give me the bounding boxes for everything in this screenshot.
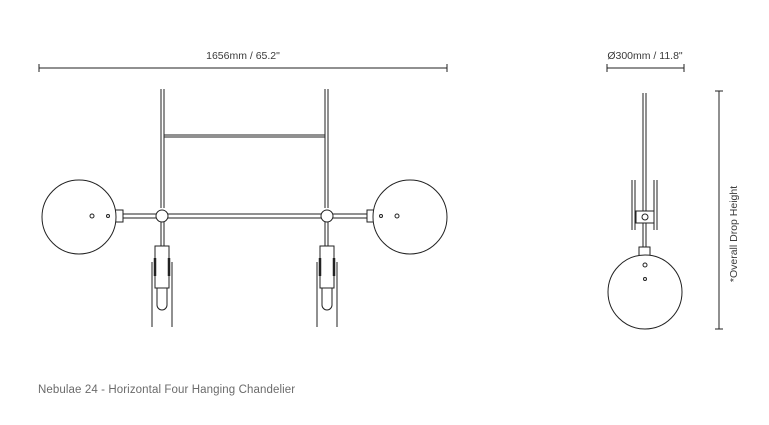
diameter-dimension-line	[606, 64, 685, 72]
width-dimension-line	[38, 64, 448, 72]
height-dimension-label: *Overall Drop Height	[728, 186, 740, 282]
diameter-dimension-label: Ø300mm / 11.8"	[607, 50, 683, 62]
width-dimension-label: 1656mm / 65.2"	[206, 50, 280, 62]
height-dimension-line	[715, 90, 723, 330]
product-caption: Nebulae 24 - Horizontal Four Hanging Cha…	[38, 384, 296, 396]
side-view	[607, 93, 683, 330]
front-view	[41, 89, 448, 327]
